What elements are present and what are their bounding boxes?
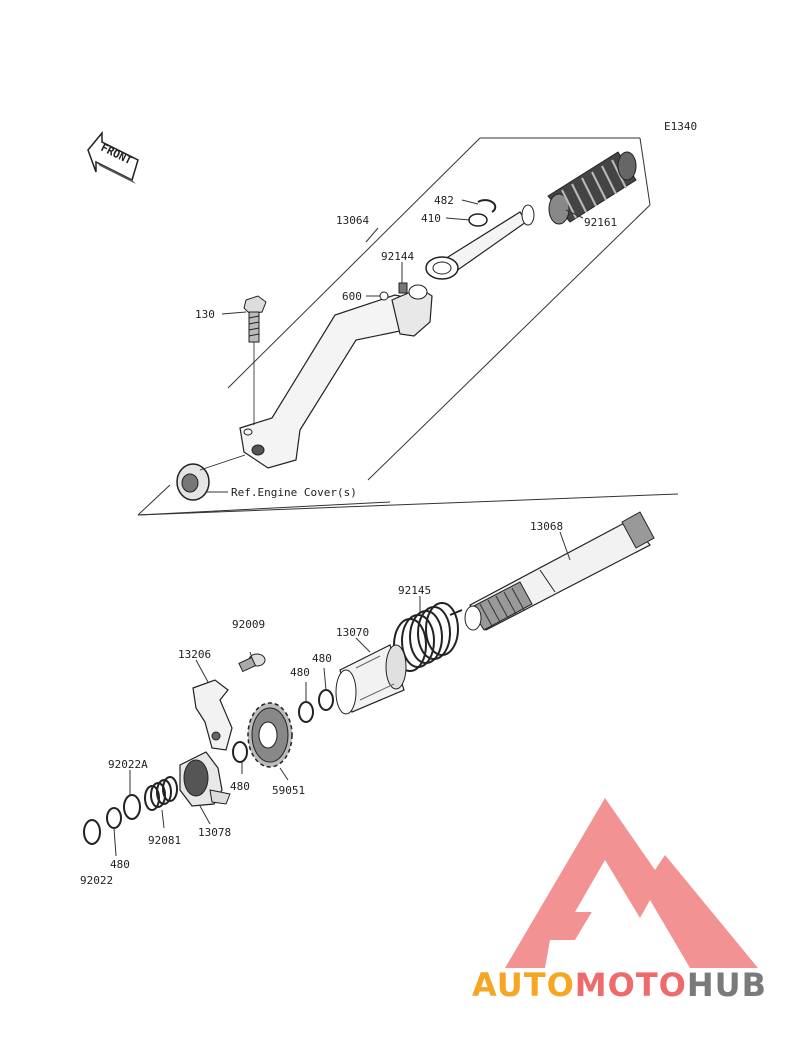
label-600: 600 — [342, 290, 362, 303]
label-92022: 92022 — [80, 874, 113, 887]
circlip-480-middle — [232, 741, 248, 763]
watermark-text: AUTOMOTOHUB — [472, 966, 767, 1004]
watermark-part-2: MOTO — [575, 966, 687, 1004]
ratchet — [179, 751, 231, 807]
spring-guide — [335, 644, 407, 715]
kick-shaft — [464, 511, 655, 631]
washer-92022a — [123, 794, 141, 820]
spring-92081 — [144, 776, 178, 811]
label-92144: 92144 — [381, 250, 414, 263]
washer-410 — [468, 213, 488, 227]
circlip-480-upper-2 — [318, 689, 334, 711]
label-13078: 13078 — [198, 826, 231, 839]
pedal-lever — [408, 204, 535, 300]
front-arrow-icon: FRONT — [87, 130, 139, 184]
label-59051: 59051 — [272, 784, 305, 797]
kick-arm — [239, 287, 433, 469]
kick-shaft-group-frame — [137, 493, 679, 516]
label-92145: 92145 — [398, 584, 431, 597]
circlip-482 — [477, 199, 497, 213]
pin-92144 — [398, 282, 408, 294]
watermark-part-1: AUTO — [472, 966, 575, 1004]
label-130: 130 — [195, 308, 215, 321]
label-480-d: 480 — [110, 858, 130, 871]
label-13068: 13068 — [530, 520, 563, 533]
washer-92022 — [83, 819, 101, 845]
pedal-rubber-grip — [547, 151, 637, 225]
label-482: 482 — [434, 194, 454, 207]
label-92161: 92161 — [584, 216, 617, 229]
kick-pedal-group-frame — [137, 137, 651, 516]
ref-note: Ref.Engine Cover(s) — [231, 486, 357, 499]
oil-seal — [176, 454, 246, 501]
label-480-c: 480 — [230, 780, 250, 793]
label-13070: 13070 — [336, 626, 369, 639]
watermark-logo-icon — [505, 798, 758, 968]
torsion-spring — [393, 602, 463, 672]
label-480-b: 480 — [290, 666, 310, 679]
bolt-92009 — [238, 653, 266, 673]
label-13064: 13064 — [336, 214, 369, 227]
label-410: 410 — [421, 212, 441, 225]
circlip-480-upper-1 — [298, 701, 314, 723]
watermark-part-3: HUB — [687, 966, 767, 1004]
kick-gear — [247, 702, 293, 768]
label-92022A: 92022A — [108, 758, 148, 771]
circlip-480-lower — [106, 807, 122, 829]
label-480-a: 480 — [312, 652, 332, 665]
ratchet-plate — [192, 679, 233, 751]
leader-lines — [113, 199, 584, 857]
label-92081: 92081 — [148, 834, 181, 847]
diagram-code: E1340 — [664, 120, 697, 133]
label-13206: 13206 — [178, 648, 211, 661]
ball-600 — [379, 291, 389, 301]
bolt-130 — [243, 295, 267, 425]
label-92009: 92009 — [232, 618, 265, 631]
